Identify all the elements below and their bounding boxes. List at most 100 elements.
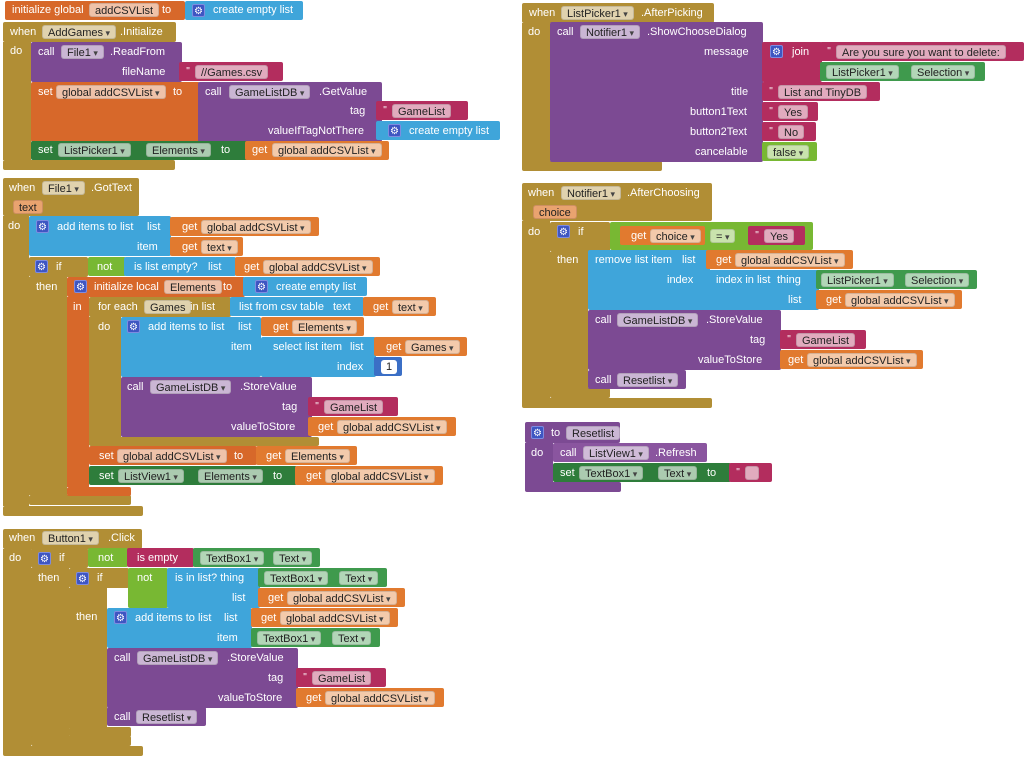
event-param[interactable]: text [13, 200, 43, 214]
property-dropdown[interactable]: Elements [198, 469, 263, 483]
is-empty-block[interactable] [127, 548, 194, 567]
component-dropdown[interactable]: TextBox1 [200, 551, 265, 565]
component-dropdown[interactable]: AddGames [42, 25, 117, 39]
variable-dropdown[interactable]: global addCSVList [117, 449, 227, 463]
read-from-block[interactable] [31, 42, 182, 82]
create-empty-list-block[interactable] [185, 1, 303, 20]
event-param[interactable]: choice [533, 205, 577, 219]
gear-icon[interactable]: ⚙ [38, 552, 51, 565]
variable-dropdown[interactable]: global addCSVList [287, 591, 397, 605]
component-dropdown[interactable]: TextBox1 [257, 631, 322, 645]
text-value[interactable]: Yes [778, 105, 808, 119]
show-choose-dialog-block[interactable] [550, 22, 763, 162]
text-value[interactable]: No [778, 125, 805, 139]
component-dropdown[interactable]: GameListDB [150, 380, 232, 394]
text-value[interactable]: //Games.csv [195, 65, 269, 79]
add-items-block[interactable] [107, 608, 252, 648]
property-dropdown[interactable]: Text [339, 571, 379, 585]
not-block[interactable] [88, 548, 128, 567]
variable-dropdown[interactable]: text [392, 300, 429, 314]
operator-dropdown[interactable]: = [710, 229, 736, 243]
component-dropdown[interactable]: Notifier1 [561, 186, 621, 200]
variable-dropdown[interactable]: global addCSVList [845, 293, 955, 307]
variable-dropdown[interactable]: global addCSVList [325, 469, 435, 483]
not-block[interactable] [88, 257, 126, 276]
add-items-block[interactable] [29, 216, 171, 256]
property-dropdown[interactable]: Text [658, 466, 698, 480]
gear-icon[interactable]: ⚙ [192, 4, 205, 17]
gear-icon[interactable]: ⚙ [531, 426, 544, 439]
variable-dropdown[interactable]: global addCSVList [807, 353, 917, 367]
gear-icon[interactable]: ⚙ [76, 572, 89, 585]
gear-icon[interactable]: ⚙ [388, 124, 401, 137]
procedure-dropdown[interactable]: Resetlist [136, 710, 198, 724]
loop-var-field[interactable]: Games [144, 300, 192, 314]
gear-icon[interactable]: ⚙ [74, 280, 87, 293]
gear-icon[interactable]: ⚙ [255, 280, 268, 293]
gear-icon[interactable]: ⚙ [114, 611, 127, 624]
component-dropdown[interactable]: ListPicker1 [821, 273, 894, 287]
component-dropdown[interactable]: File1 [61, 45, 104, 59]
component-dropdown[interactable]: Button1 [42, 531, 99, 545]
component-dropdown[interactable]: File1 [42, 181, 85, 195]
variable-dropdown[interactable]: global addCSVList [272, 143, 382, 157]
text-value[interactable]: GameList [392, 104, 452, 118]
text-value[interactable]: GameList [324, 400, 384, 414]
add-items-block[interactable] [121, 317, 261, 377]
property-dropdown[interactable]: Selection [905, 273, 970, 287]
is-in-list-block[interactable] [167, 568, 260, 608]
property-dropdown[interactable]: Selection [911, 65, 976, 79]
variable-dropdown[interactable]: global addCSVList [337, 420, 447, 434]
property-dropdown[interactable]: Text [332, 631, 372, 645]
variable-dropdown[interactable]: Elements [292, 320, 357, 334]
component-dropdown[interactable]: ListView1 [118, 469, 184, 483]
variable-dropdown[interactable]: global addCSVList [263, 260, 373, 274]
select-list-item-block[interactable] [261, 337, 376, 377]
component-dropdown[interactable]: TextBox1 [264, 571, 329, 585]
procedure-dropdown[interactable]: Resetlist [617, 373, 679, 387]
procedure-name-field[interactable]: Resetlist [566, 426, 621, 440]
variable-dropdown[interactable]: global addCSVList [201, 220, 311, 234]
component-dropdown[interactable]: GameListDB [617, 313, 699, 327]
property-dropdown[interactable]: Text [273, 551, 313, 565]
text-value[interactable]: List and TinyDB [778, 85, 868, 99]
index-in-list-block[interactable] [706, 270, 819, 310]
variable-dropdown[interactable]: global addCSVList [735, 253, 845, 267]
variable-dropdown[interactable]: global addCSVList [56, 85, 166, 99]
gear-icon[interactable]: ⚙ [557, 225, 570, 238]
component-dropdown[interactable]: ListPicker1 [826, 65, 899, 79]
component-dropdown[interactable]: Notifier1 [580, 25, 640, 39]
create-empty-list-block[interactable] [243, 277, 367, 296]
text-value[interactable]: Are you sure you want to delete: [836, 45, 1006, 59]
component-dropdown[interactable]: TextBox1 [579, 466, 644, 480]
list-from-csv-block[interactable] [230, 297, 364, 316]
not-block[interactable] [128, 568, 168, 608]
text-value[interactable]: GameList [796, 333, 856, 347]
is-list-empty-block[interactable] [124, 257, 236, 276]
variable-dropdown[interactable]: text [201, 240, 238, 254]
variable-dropdown[interactable]: Elements [285, 449, 350, 463]
text-value[interactable] [745, 466, 759, 480]
variable-dropdown[interactable]: Games [405, 340, 460, 354]
component-dropdown[interactable]: ListPicker1 [561, 6, 634, 20]
variable-dropdown[interactable]: global addCSVList [280, 611, 390, 625]
local-var-name-field[interactable]: Elements [164, 280, 222, 294]
variable-dropdown[interactable]: global addCSVList [325, 691, 435, 705]
global-var-name-field[interactable]: addCSVList [89, 3, 160, 17]
remove-list-item-block[interactable] [588, 250, 710, 310]
number-value[interactable]: 1 [381, 360, 398, 374]
text-value[interactable]: Yes [764, 229, 794, 243]
gear-icon[interactable]: ⚙ [35, 260, 48, 273]
component-dropdown[interactable]: ListView1 [583, 446, 649, 460]
property-dropdown[interactable]: Elements [146, 143, 211, 157]
component-dropdown[interactable]: GameListDB [137, 651, 219, 665]
create-empty-list-block[interactable] [376, 121, 500, 140]
gear-icon[interactable]: ⚙ [36, 220, 49, 233]
gear-icon[interactable]: ⚙ [770, 45, 783, 58]
text-value[interactable]: GameList [312, 671, 372, 685]
variable-dropdown[interactable]: choice [650, 229, 701, 243]
boolean-dropdown[interactable]: false [767, 145, 810, 159]
gear-icon[interactable]: ⚙ [127, 320, 140, 333]
component-dropdown[interactable]: GameListDB [229, 85, 311, 99]
component-dropdown[interactable]: ListPicker1 [58, 143, 131, 157]
